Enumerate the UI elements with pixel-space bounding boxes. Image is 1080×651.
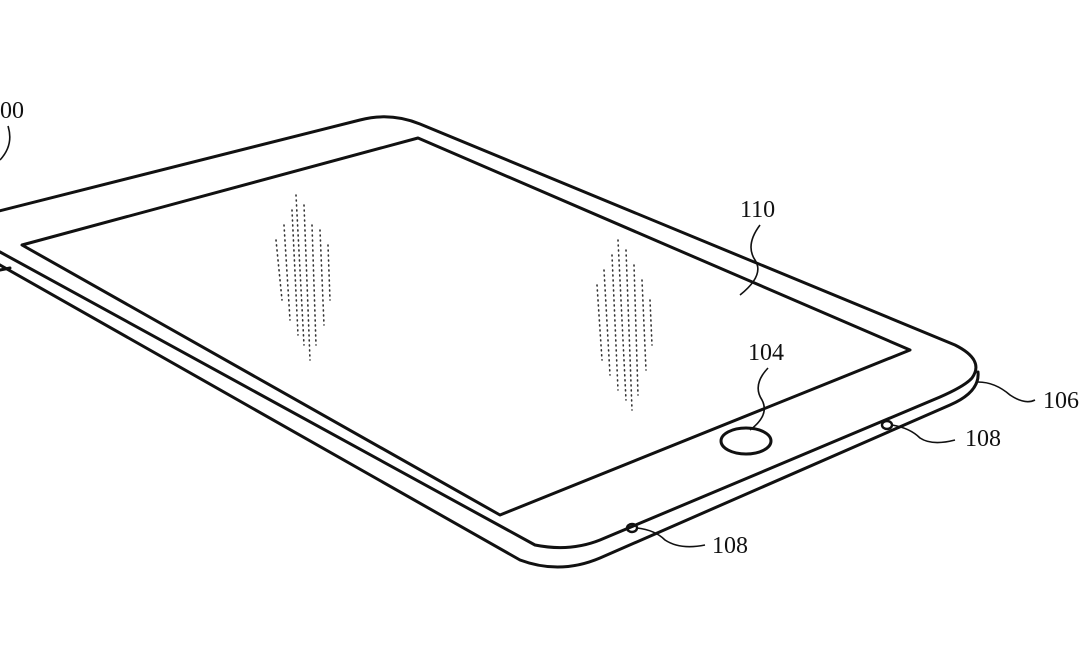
label-100: 100 [0,98,24,124]
label-104: 104 [748,340,784,366]
screen-reflection-right [597,240,652,410]
label-108-bottom: 108 [712,533,748,559]
device-top-surface-outline [0,117,976,548]
home-button [721,428,771,454]
leader-104 [750,368,768,430]
leader-100 [0,126,10,160]
display-screen-outline [22,138,910,515]
leader-108-right [892,425,955,443]
screen-reflection-left [276,195,330,360]
label-108-right: 108 [965,426,1001,452]
device-left-edge [0,268,10,270]
leader-106 [978,382,1035,402]
port-right [882,421,892,429]
label-110: 110 [740,197,775,223]
label-106: 106 [1043,388,1079,414]
device-side-edge [0,265,978,567]
